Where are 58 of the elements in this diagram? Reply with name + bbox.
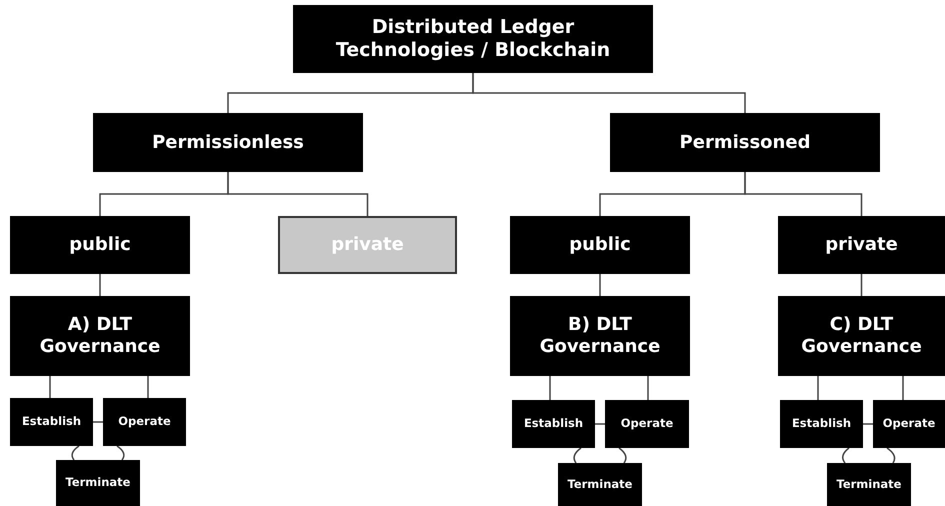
category-box [103,398,186,446]
category-box [512,400,595,448]
category-box [293,5,653,73]
connector-line [863,423,873,425]
box-label: Operate [882,417,936,431]
connector-line [99,274,101,296]
box-label: Establish [524,417,584,431]
connector-line [49,376,51,398]
connector-line [817,376,819,400]
category-box [605,400,689,448]
category-box [10,296,190,376]
connector-line [116,445,125,460]
category-box [778,296,945,376]
connector-line [595,423,605,425]
box-label: B) DLT Governance [538,314,662,358]
box-label: Operate [620,417,674,431]
category-box [558,463,642,506]
connector-line [549,376,551,400]
connector-line [93,421,103,423]
box-label: Terminate [836,478,902,492]
connector-line [71,445,80,460]
category-box [780,400,863,448]
box-label: public [569,234,631,256]
category-box [10,398,93,446]
category-box [827,463,911,506]
box-label: Distributed Ledger Technologies / Blockchain [334,16,612,62]
connector-line [618,447,627,464]
box-label: Terminate [66,476,130,490]
category-box [778,216,945,274]
box-label: Terminate [568,478,632,492]
box-label: private [825,234,898,256]
box-label: public [69,234,131,256]
category-box [56,460,140,506]
category-box [10,216,190,274]
connector-line [647,376,649,400]
box-label: Permissionless [152,132,304,154]
connector-line [902,376,904,400]
box-label: Establish [792,417,852,431]
connector-line [860,274,862,296]
category-box [610,113,880,172]
connector-line [147,376,149,398]
category-box [510,296,690,376]
connector-line [744,172,862,216]
box-label: A) DLT Governance [38,314,162,358]
connector-line [472,73,746,113]
connector-line [886,447,896,464]
box-label: Permissoned [680,132,810,154]
category-box [278,216,457,274]
box-label: C) DLT Governance [800,314,923,358]
category-box [93,113,363,172]
category-box [510,216,690,274]
category-box [873,400,945,448]
box-label: Establish [22,415,82,429]
connector-line [573,447,582,464]
box-label: Operate [118,415,171,429]
connector-line [599,274,601,296]
connector-line [227,172,368,216]
connector-line [842,447,850,464]
